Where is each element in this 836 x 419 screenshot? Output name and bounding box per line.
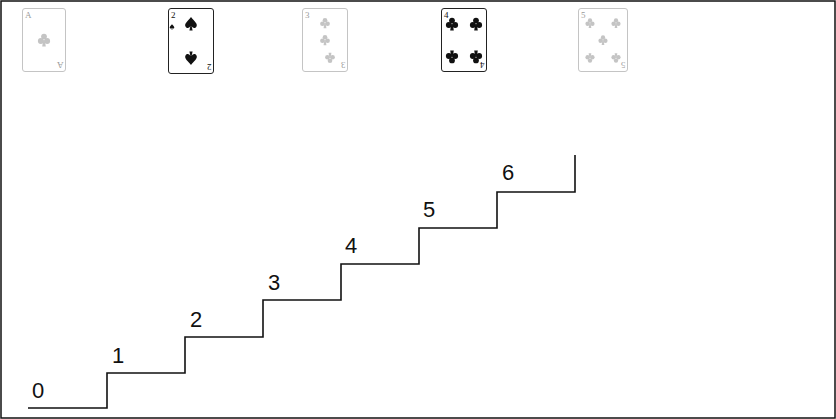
- playing-card: 22: [168, 8, 214, 74]
- card-pips: [170, 17, 197, 65]
- card-pips: [38, 34, 50, 47]
- card-rank: A: [57, 60, 64, 70]
- playing-card: 33: [302, 8, 348, 72]
- playing-card: 55: [578, 8, 628, 72]
- step-number: 3: [268, 270, 280, 295]
- step-number: 6: [502, 160, 514, 185]
- card-rank: 3: [305, 10, 310, 20]
- card-pips: [585, 18, 620, 62]
- staircase: [28, 155, 575, 408]
- step-number: 1: [112, 343, 124, 368]
- card-pips: [446, 18, 482, 64]
- card-rank: 2: [171, 10, 176, 20]
- card-rank: 4: [444, 10, 449, 20]
- card-rank: 4: [480, 60, 485, 70]
- card-rank: 2: [207, 62, 212, 72]
- playing-card: AA: [22, 8, 66, 72]
- step-number: 4: [345, 233, 357, 258]
- card-rank: 3: [341, 60, 346, 70]
- step-number: 5: [423, 197, 435, 222]
- playing-card: 44: [441, 8, 487, 72]
- card-rank: 5: [581, 10, 586, 20]
- card-rank: A: [25, 10, 32, 20]
- step-number: 2: [190, 307, 202, 332]
- card-pips: [320, 18, 335, 63]
- card-rank: 5: [621, 60, 626, 70]
- step-number: 0: [32, 378, 44, 403]
